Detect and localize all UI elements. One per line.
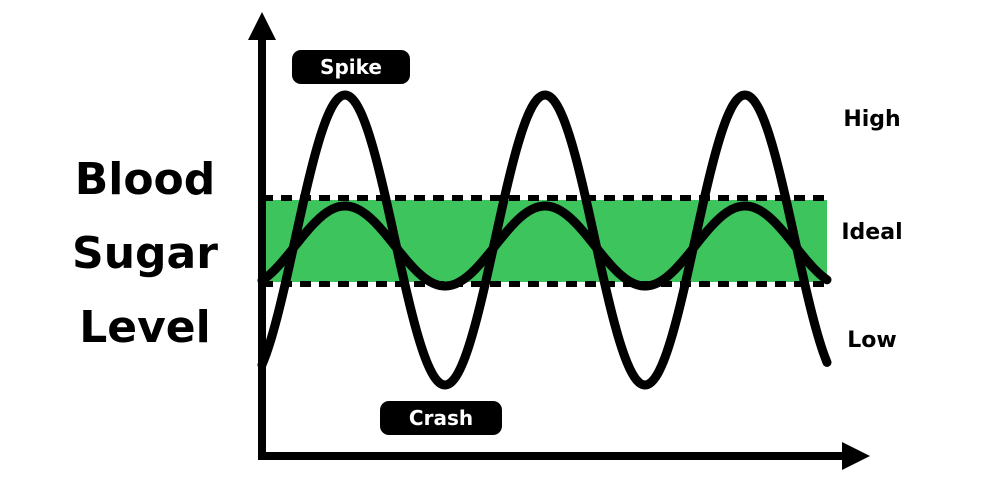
level-label-ideal: Ideal <box>841 220 903 245</box>
level-label-high: High <box>843 107 901 132</box>
level-label-low: Low <box>847 328 897 353</box>
y-axis-label-line-2: Sugar <box>72 228 218 279</box>
x-axis-arrowhead <box>842 442 870 470</box>
stable-blood-sugar-curve <box>257 201 832 291</box>
spike-annotation: Spike <box>292 50 410 84</box>
y-axis-label-line-3: Level <box>79 302 211 353</box>
crash-annotation: Crash <box>380 401 502 435</box>
y-axis-arrowhead <box>248 12 276 40</box>
ideal-zone-band <box>262 200 827 282</box>
y-axis-label-line-1: Blood <box>74 154 216 205</box>
unstable-blood-sugar-curve <box>257 90 832 390</box>
